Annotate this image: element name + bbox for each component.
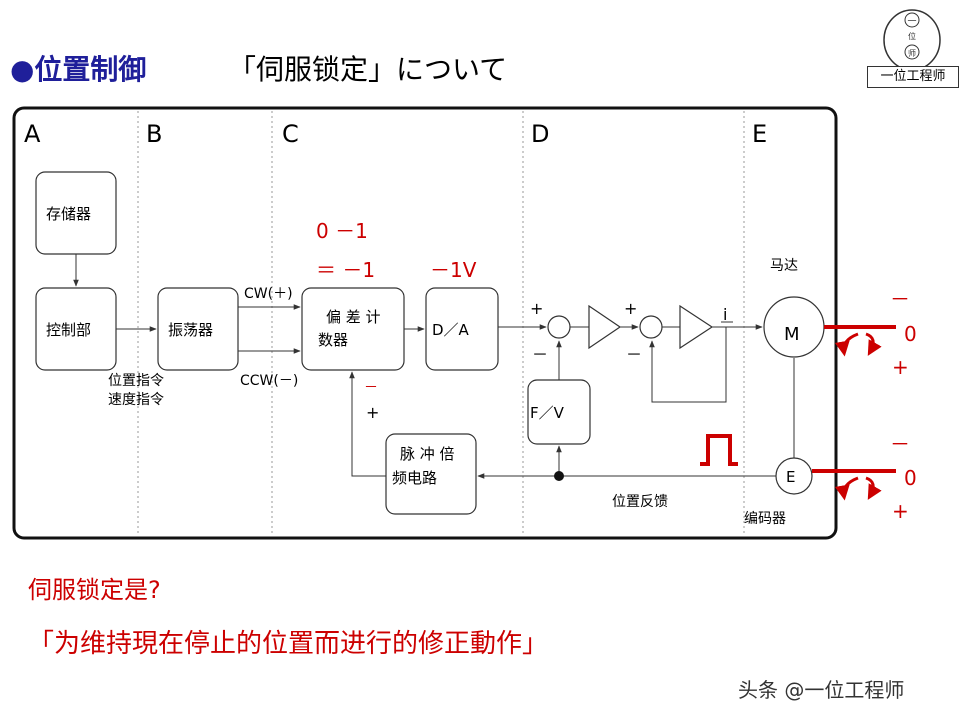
position-command-label: 位置指令: [108, 373, 164, 389]
logo-glyph-top: 一: [907, 17, 916, 27]
page-subtitle: 「伺服锁定」について: [228, 53, 508, 86]
watermark: 头条 @一位工程师: [738, 678, 905, 702]
da-block: [425, 287, 499, 371]
question-line1: 伺服锁定是?: [28, 576, 161, 604]
memory-label: 存储器: [46, 205, 91, 223]
encoder-caption: 编码器: [744, 511, 786, 527]
pulse-symbol: [700, 434, 738, 466]
dial-top-minus: －: [890, 287, 910, 311]
plus-sign: +: [530, 299, 543, 318]
dial-bottom-zero: 0: [904, 466, 917, 490]
column-label-b: B: [146, 120, 162, 148]
page-title: ●位置制御: [10, 53, 147, 86]
oscillator-block: [157, 287, 239, 371]
amplifier-1: [588, 304, 622, 350]
plus-sign: +: [624, 299, 637, 318]
logo-glyph-bottom: 师: [908, 48, 916, 58]
pulse-multiplier-block: [385, 433, 477, 515]
encoder-letter: E: [786, 468, 795, 486]
column-label-d: D: [531, 120, 549, 148]
encoder: [775, 457, 813, 495]
deviation-label-line2: 数器: [318, 331, 348, 349]
dial-bottom-minus: －: [890, 432, 910, 456]
feedback-caption: 位置反馈: [612, 494, 668, 510]
speed-command-label: 速度指令: [108, 392, 164, 408]
fv-label: F／V: [530, 404, 565, 422]
junction-dot: [554, 471, 564, 481]
minus-sign: －: [626, 345, 642, 364]
ccw-label: CCW(－): [240, 373, 298, 389]
plus-sign: +: [366, 403, 379, 422]
column-label-a: A: [24, 120, 41, 148]
current-loop: [649, 327, 727, 403]
column-label-e: E: [752, 120, 767, 148]
question-line2: 「为维持現在停止的位置而进行的修正動作」: [28, 629, 549, 659]
motor-caption: 马达: [770, 258, 798, 274]
control-label: 控制部: [46, 321, 91, 339]
current-label: i: [723, 305, 727, 324]
dial-bottom-plus: +: [892, 499, 909, 523]
rotation-arrow-ccw: [834, 332, 859, 357]
deviation-label-line1: 偏 差 计: [326, 308, 381, 326]
pulse-label-line2: 频电路: [392, 469, 437, 487]
deviation-counter-block: [301, 287, 405, 371]
motor-letter: M: [784, 324, 800, 345]
dial-top-zero: 0: [904, 322, 917, 346]
amplifier-2: [679, 304, 714, 350]
rotation-arrow-cw: [865, 476, 882, 500]
voltage-value: －1V: [430, 258, 477, 282]
da-label: D／A: [432, 321, 470, 339]
logo: 一 位 师: [883, 9, 941, 71]
summing-junction-2: [639, 315, 663, 339]
rotation-arrow-cw: [865, 332, 882, 356]
dial-top-plus: +: [892, 355, 909, 379]
summing-junction-1: [547, 315, 571, 339]
pulse-feedback: [349, 371, 386, 477]
diagram-frame: [12, 106, 838, 540]
minus-sign: －: [364, 380, 378, 396]
logo-text: 一位工程师: [867, 66, 959, 88]
pulse-label-line1: 脉 冲 倍: [400, 445, 455, 463]
counter-value-row2: ＝ －1: [316, 258, 375, 282]
cw-label: CW(＋): [244, 286, 293, 302]
rotation-arrow-ccw: [834, 476, 859, 501]
counter-value-row1: 0 －1: [316, 219, 368, 243]
minus-sign: －: [532, 345, 548, 364]
column-label-c: C: [282, 120, 299, 148]
logo-glyph-mid: 位: [908, 31, 916, 41]
oscillator-label: 振荡器: [168, 321, 213, 339]
